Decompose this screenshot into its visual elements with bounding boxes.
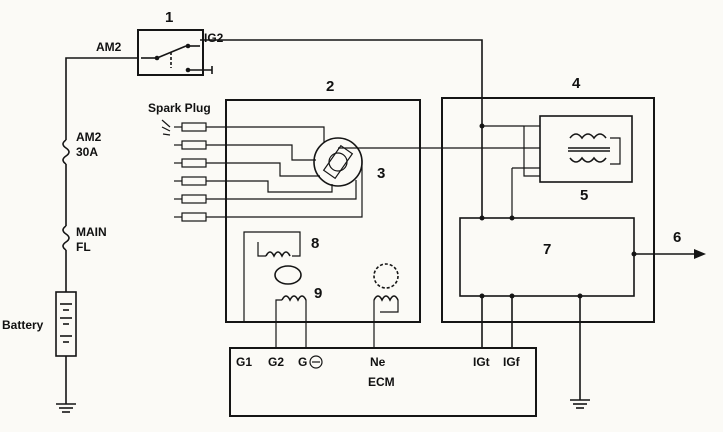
igniter-box	[441, 97, 655, 323]
ecm-box	[229, 347, 537, 417]
terminal-igt: IGt	[473, 355, 490, 369]
label-1: 1	[165, 9, 173, 26]
label-spark-plug: Spark Plug	[148, 101, 211, 115]
label-5: 5	[580, 187, 588, 204]
label-7: 7	[543, 241, 551, 258]
label-3: 3	[377, 165, 385, 182]
wire-ig2-feed	[200, 39, 483, 218]
fuse-am2	[62, 139, 70, 165]
fuse-main	[62, 225, 70, 251]
distributor-box	[225, 99, 421, 323]
spark-plug-1	[174, 122, 207, 132]
label-9: 9	[314, 285, 322, 302]
label-fuse-am2-rating: 30A	[76, 145, 98, 159]
spark-plug-3	[174, 158, 207, 168]
spark-plug-4	[174, 176, 207, 186]
ground-icon	[56, 403, 76, 413]
terminal-g-minus: G	[298, 355, 307, 369]
label-fuse-am2: AM2	[76, 130, 102, 144]
label-battery: Battery	[2, 318, 44, 332]
arrow-output-6	[694, 249, 706, 259]
label-am2-switch: AM2	[96, 40, 122, 54]
wire-am2-feed	[65, 57, 138, 140]
label-4: 4	[572, 75, 581, 92]
label-fuse-main: MAIN	[76, 225, 107, 239]
spark-plug-5	[174, 194, 207, 204]
signal-rotor-icon	[274, 265, 302, 285]
label-fuse-main-rating: FL	[76, 240, 91, 254]
battery-icon	[55, 291, 77, 357]
label-6: 6	[673, 229, 681, 246]
igniter-module	[459, 217, 635, 297]
terminal-g1: G1	[236, 355, 252, 369]
spark-plug-6	[174, 212, 207, 222]
label-8: 8	[311, 235, 319, 252]
ignition-coil-icon	[523, 115, 633, 183]
terminal-ne: Ne	[370, 355, 386, 369]
label-ecm: ECM	[368, 375, 395, 389]
label-ig2: IG2	[204, 31, 224, 45]
distributor-cap-icon	[313, 137, 363, 187]
terminal-g2: G2	[268, 355, 284, 369]
pickup-coil-g1	[243, 231, 301, 322]
minus-circle-icon	[309, 355, 323, 369]
ignition-switch	[137, 29, 213, 76]
ground-icon-igniter	[570, 399, 590, 409]
spark-icon	[161, 119, 171, 136]
terminal-igf: IGf	[503, 355, 521, 369]
spark-plug-2	[174, 140, 207, 150]
ne-pickup-icon	[373, 263, 399, 348]
label-2: 2	[326, 78, 334, 95]
pickup-coil-g2	[275, 295, 307, 348]
